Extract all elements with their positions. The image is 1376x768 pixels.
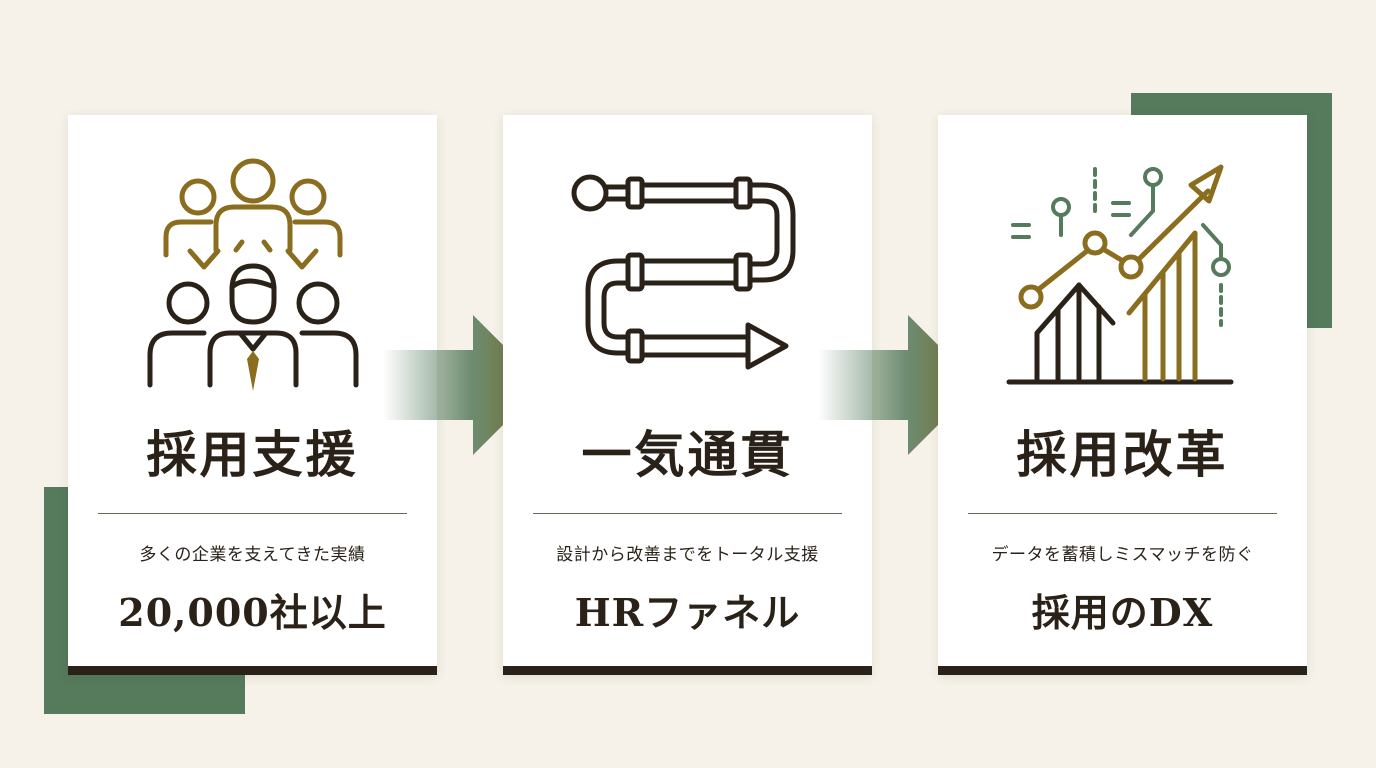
card-recruitment-support: 採用支援 多くの企業を支えてきた実績 20,000社以上 bbox=[68, 115, 437, 675]
pipeline-funnel-icon bbox=[571, 174, 795, 370]
card-subtitle: データを蓄積しミスマッチを防ぐ bbox=[991, 545, 1254, 565]
divider bbox=[968, 513, 1277, 514]
card-highlight: 採用のDX bbox=[1031, 590, 1214, 635]
divider bbox=[98, 513, 407, 514]
card-end-to-end: 一気通貫 設計から改善までをトータル支援 HRファネル bbox=[503, 115, 872, 675]
card-subtitle: 設計から改善までをトータル支援 bbox=[556, 545, 819, 565]
card-title: 一気通貫 bbox=[581, 425, 794, 484]
card-subtitle: 多くの企業を支えてきた実績 bbox=[139, 545, 366, 565]
divider bbox=[533, 513, 842, 514]
card-highlight: 20,000社以上 bbox=[118, 590, 387, 635]
card-highlight: HRファネル bbox=[574, 590, 801, 635]
card-title: 採用支援 bbox=[146, 425, 359, 484]
card-recruitment-reform: 採用改革 データを蓄積しミスマッチを防ぐ 採用のDX bbox=[938, 115, 1307, 675]
team-people-icon bbox=[147, 158, 358, 391]
card-title: 採用改革 bbox=[1016, 425, 1229, 484]
growth-chart-icon bbox=[1006, 164, 1233, 385]
